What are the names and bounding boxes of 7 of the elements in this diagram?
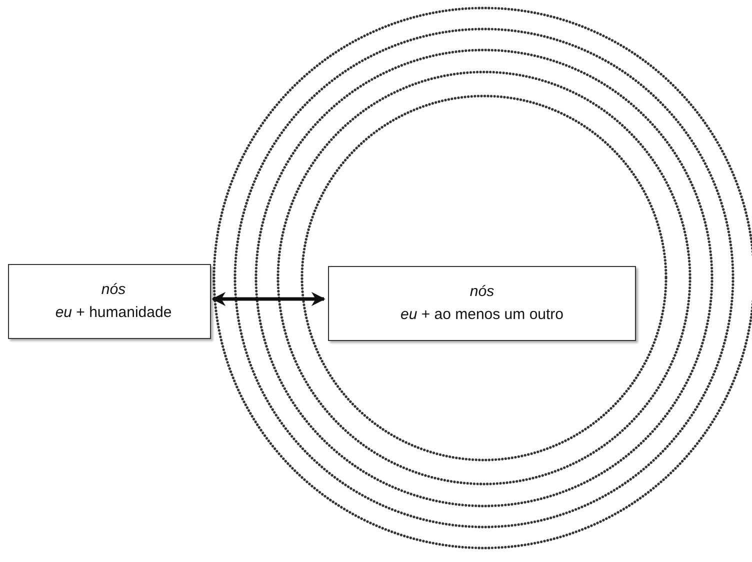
box-text: eu + humanidade <box>55 304 172 322</box>
box-heading: nós <box>470 282 494 302</box>
box-heading: nós <box>101 280 126 300</box>
double-arrow <box>212 292 326 306</box>
box-text: eu + ao menos um outro <box>400 306 564 324</box>
text-box <box>328 266 636 341</box>
text-box <box>8 264 211 339</box>
